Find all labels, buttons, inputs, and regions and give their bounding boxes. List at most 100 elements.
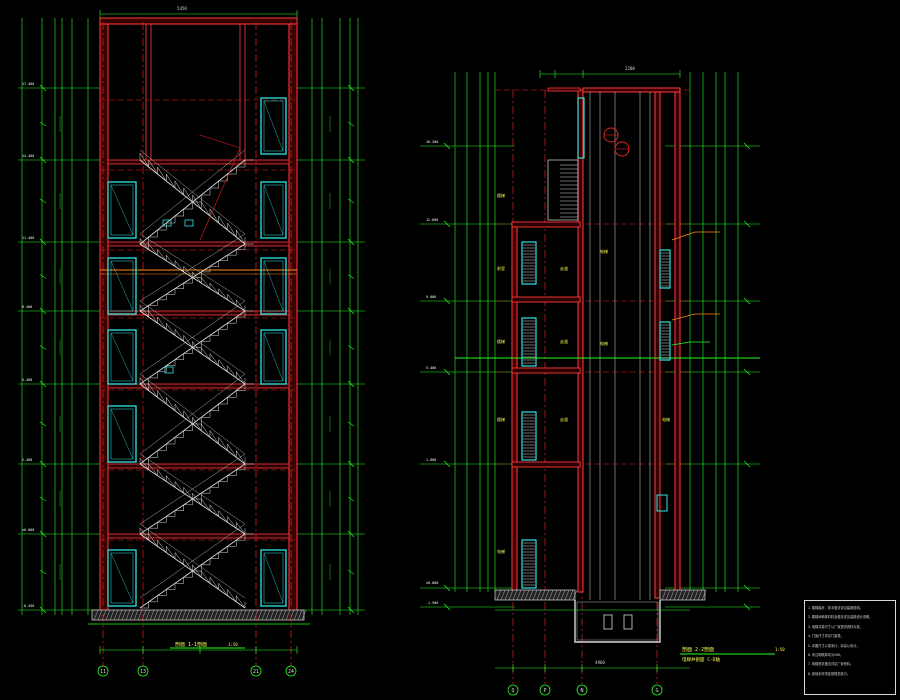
left-mid-tick-l-5 [39, 496, 47, 502]
right-axis-label-4: G [655, 688, 658, 694]
left-ground-hatch-194 [193, 609, 199, 621]
right-floor-slab-1 [511, 296, 581, 303]
left-window-inner-2 [263, 184, 284, 236]
right-ground-right [659, 589, 706, 601]
right-level-2: 12.600 [426, 218, 438, 222]
left-ground-hatch-270 [269, 609, 275, 621]
left-ground-hatch-218 [217, 609, 223, 621]
left-ground-hatch-202 [201, 609, 207, 621]
right-level-tick-r-4 [743, 460, 751, 468]
left-ground-hatch-182 [181, 609, 187, 621]
left-handrail-down-2 [139, 300, 246, 375]
left-ground-hatch-226 [225, 609, 231, 621]
left-level-tick-l-5 [39, 460, 47, 468]
right-ground-hatch-r-670 [669, 589, 675, 601]
right-ground-hatch-r-678 [677, 589, 683, 601]
left-level-tick-l-2 [39, 238, 47, 246]
left-floor-slab-4 [107, 463, 290, 469]
left-window-inner-3 [110, 260, 134, 312]
right-level-5: 1.800 [426, 458, 436, 462]
right-axis-bubble-3 [576, 684, 588, 696]
left-ground-hatch-178 [177, 609, 183, 621]
left-ground-hatch-122 [121, 609, 127, 621]
left-floor-slab-0 [107, 159, 290, 165]
right-level-6: ±0.000 [426, 581, 438, 585]
left-roof-slab [99, 17, 298, 25]
left-window-diag-2 [263, 184, 284, 236]
left-ground-hatch-110 [109, 609, 115, 621]
right-top-window [577, 97, 585, 159]
right-level-tick-r-2 [743, 297, 751, 305]
left-ground-hatch-166 [165, 609, 171, 621]
right-level-marks: 16.200 12.600 9.000 5.400 1.800 ±0.000 -… [426, 140, 438, 605]
left-ground-hatch-154 [153, 609, 159, 621]
right-wall-mid [577, 89, 584, 593]
left-window-diag-6 [263, 332, 284, 382]
left-ground-hatch-174 [173, 609, 179, 621]
left-mid-tick-r-5 [347, 496, 355, 502]
right-level-7: -1.500 [426, 601, 438, 605]
left-level-marks: 17.400 14.400 11.400 8.400 5.400 2.400 ±… [22, 82, 34, 608]
right-ground-hatch-553 [552, 589, 558, 601]
left-axis-label-4: 24 [288, 669, 294, 675]
left-window-6 [260, 329, 287, 385]
right-top-dimension: 2200 [625, 66, 635, 71]
right-level-tick-r-3 [743, 368, 751, 376]
right-axis-label-2: P [543, 688, 546, 694]
right-ground-hatch-561 [560, 589, 566, 601]
left-level-tick-r-2 [347, 238, 355, 246]
left-mid-tick-l-1 [39, 198, 47, 204]
right-level-1: 16.200 [426, 140, 438, 144]
left-window-3 [107, 257, 137, 315]
left-axis-bubbles: 11 13 21 24 [97, 665, 297, 677]
left-level-tick-l-4 [39, 380, 47, 388]
notes-box: 1.楼梯踏步、扶手做法详见建施说明。 2.楼梯间墙体材料及做法详见建施设计说明。… [804, 600, 896, 695]
left-axis-bubble-3 [250, 665, 262, 677]
right-callout-3 [671, 341, 710, 346]
right-ground-hatch-r-686 [685, 589, 691, 601]
right-callout-1 [671, 231, 720, 241]
right-ground-hatch-r-662 [661, 589, 667, 601]
right-room-labels: 楼梯 电梯 前室 走道 楼梯 电梯 走道 楼梯 电梯 走道 电梯 [497, 192, 670, 554]
left-ground-hatch-94 [93, 609, 99, 621]
left-ground-hatch-146 [145, 609, 151, 621]
right-level-tick-l-4 [443, 460, 451, 468]
right-small-window [656, 494, 668, 512]
left-ground-hatch-190 [189, 609, 195, 621]
right-section-scale: 1:50 [775, 647, 785, 652]
left-floor-slab-1 [107, 241, 290, 247]
right-level-tick-r-1 [743, 220, 751, 228]
left-ground-hatch-162 [161, 609, 167, 621]
right-elevator-pit [574, 600, 661, 643]
left-ground-hatch-230 [229, 609, 235, 621]
left-window-5 [107, 329, 137, 385]
note-line-8: 8.其他未尽事宜按规范执行。 [808, 671, 851, 676]
left-ground-hatch-114 [113, 609, 119, 621]
room-label-10: 走道 [560, 416, 568, 422]
left-top-dimension: 5450 [177, 6, 187, 11]
room-label-1: 楼梯 [497, 192, 505, 198]
left-window-diag-5 [110, 332, 134, 382]
note-line-3: 3.电梯井道尺寸以厂家提供资料为准。 [808, 624, 863, 629]
room-label-2: 电梯 [600, 248, 608, 254]
right-pit-buffer-1 [603, 614, 613, 630]
left-ground-hatch-126 [125, 609, 131, 621]
left-ground-hatch-98 [97, 609, 103, 621]
left-ground-hatch-134 [133, 609, 139, 621]
right-ground-hatch-565 [564, 589, 570, 601]
right-level-4: 5.400 [426, 366, 436, 370]
left-window-inner-0 [263, 100, 284, 152]
left-handrail-down-3 [139, 373, 246, 455]
left-stair-steps-down-4 [139, 457, 246, 535]
left-ground-hatch-302 [301, 609, 307, 621]
left-stair-steps-down-3 [139, 376, 246, 465]
right-axis-bubble-4 [651, 684, 663, 696]
room-label-6: 电梯 [600, 340, 608, 346]
room-label-9: 电梯 [662, 416, 670, 422]
left-level-tick-r-6 [347, 530, 355, 538]
left-handrail-down-4 [139, 453, 246, 525]
right-level-tick-l-1 [443, 220, 451, 228]
left-ground-hatch-282 [281, 609, 287, 621]
left-level-tick-r-1 [347, 156, 355, 164]
left-ground-hatch-274 [273, 609, 279, 621]
